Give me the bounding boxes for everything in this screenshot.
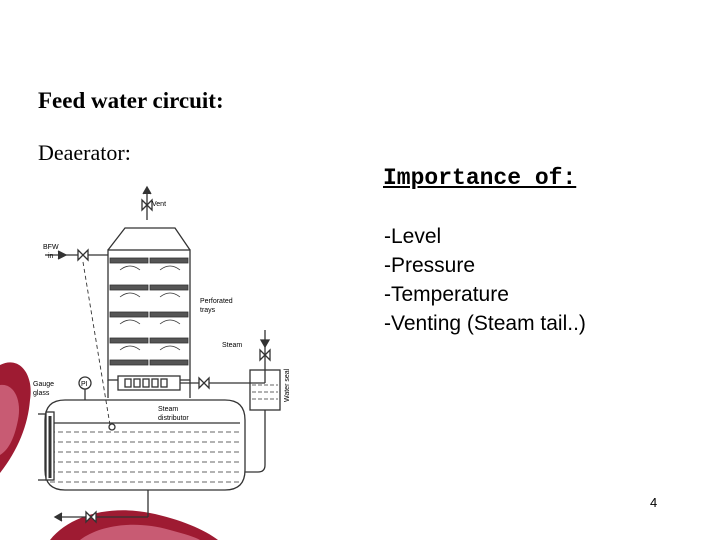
vent-arrow	[142, 185, 152, 195]
decorative-flower-left	[0, 362, 31, 473]
perforated-trays	[109, 257, 189, 366]
label-perforated-trays-2: trays	[200, 307, 216, 314]
importance-item-pressure: -Pressure	[384, 254, 476, 277]
slide-title: Feed water circuit:	[38, 88, 224, 113]
page-number: 4	[650, 495, 658, 510]
outlet-valve	[85, 510, 97, 524]
importance-item-venting: -Venting (Steam tail..)	[384, 312, 586, 335]
importance-item-level: -Level	[384, 225, 442, 248]
label-steam-distributor-2: distributor	[158, 415, 189, 422]
label-vent: Vent	[152, 201, 166, 208]
importance-item-temperature: -Temperature	[384, 283, 509, 306]
importance-heading: Importance of:	[383, 165, 577, 191]
bfw-valve	[77, 248, 89, 262]
storage-drum	[44, 399, 246, 491]
label-gauge-glass-2: glass	[33, 390, 50, 397]
deaerator-diagram: Vent BFW in Perforated trays Steam Water…	[33, 185, 291, 524]
steam-valve	[198, 376, 210, 390]
slide-subtitle: Deaerator:	[38, 140, 131, 165]
label-pi: PI	[81, 381, 88, 388]
vent-valve	[141, 198, 153, 212]
label-gauge-glass-1: Gauge	[33, 381, 54, 388]
column-top	[107, 227, 191, 251]
label-steam-distributor-1: Steam	[158, 406, 178, 413]
importance-list: -Level -Pressure -Temperature -Venting (…	[384, 222, 586, 338]
label-perforated-trays-1: Perforated	[200, 298, 233, 305]
label-bfw-in-2: in	[48, 253, 54, 260]
label-bfw-in-1: BFW	[43, 244, 59, 251]
label-water-seal: Water seal	[284, 368, 291, 402]
label-steam: Steam	[222, 342, 242, 349]
